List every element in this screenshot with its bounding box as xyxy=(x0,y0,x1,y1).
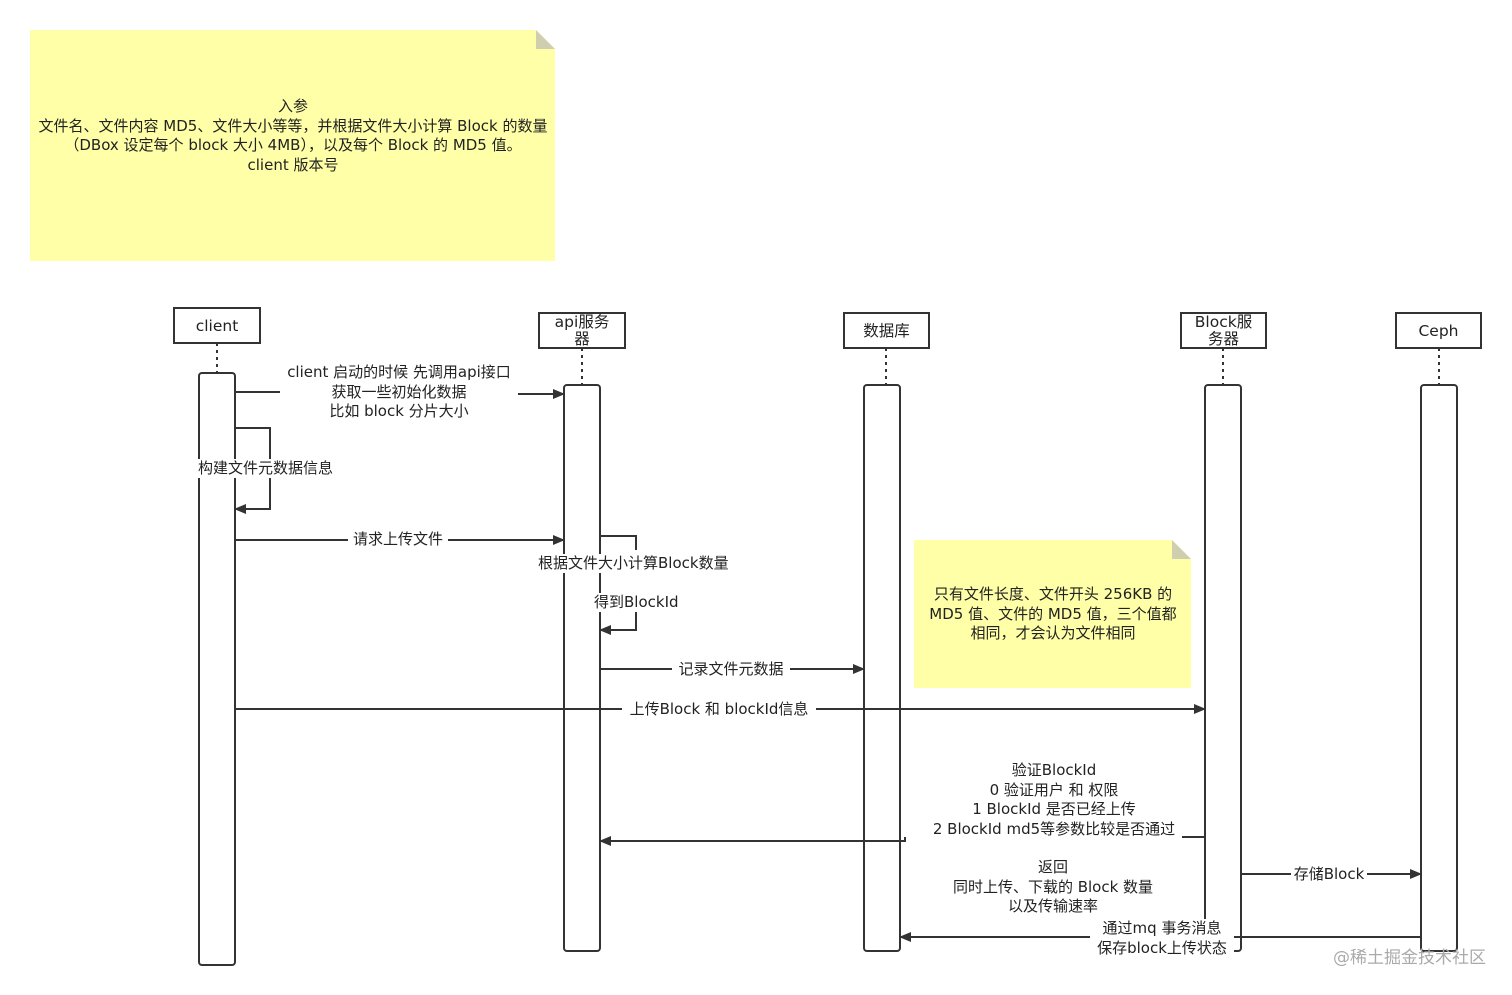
note-params xyxy=(30,30,555,261)
participant-ceph-box xyxy=(1395,312,1482,349)
lifeline-stubs xyxy=(216,343,1440,385)
activation-ceph xyxy=(1420,384,1458,952)
participant-api-box xyxy=(538,312,626,349)
participant-api-label: api服务 器 xyxy=(554,312,610,348)
arrow-verify-tail xyxy=(599,836,906,846)
message-mq-save: 通过mq 事务消息 保存block上传状态 xyxy=(1090,919,1234,958)
participant-db-label: 数据库 xyxy=(863,321,910,340)
arrow-calc-blocks xyxy=(600,535,637,550)
note-same-file-text: 只有文件长度、文件开头 256KB 的 MD5 值、文件的 MD5 值，三个值都… xyxy=(929,585,1177,642)
watermark: @稀土掘金技术社区 xyxy=(1333,948,1486,968)
message-init: client 启动的时候 先调用api接口 获取一些初始化数据 比如 block… xyxy=(280,363,518,422)
message-upload-request: 请求上传文件 xyxy=(348,530,448,550)
note-same-file xyxy=(914,540,1191,688)
participant-client-label: client xyxy=(195,316,239,335)
arrow-get-blockid xyxy=(599,612,637,635)
message-calc-blocks: 根据文件大小计算Block数量 xyxy=(538,554,729,573)
message-get-blockid: 得到BlockId xyxy=(594,593,679,612)
activation-db xyxy=(863,384,901,952)
participant-db-box xyxy=(843,312,930,349)
participant-ceph-label: Ceph xyxy=(1418,321,1459,340)
message-upload-block: 上传Block 和 blockId信息 xyxy=(622,700,816,720)
message-record-meta: 记录文件元数据 xyxy=(672,660,790,680)
note-params-text: 入参 文件名、文件内容 MD5、文件大小等等，并根据文件大小计算 Block 的… xyxy=(38,97,548,174)
message-build-meta: 构建文件元数据信息 xyxy=(198,459,334,478)
message-verify: 验证BlockId 0 验证用户 和 权限 1 BlockId 是否已经上传 2… xyxy=(926,761,1182,839)
activation-api xyxy=(563,384,601,952)
message-return: 返回 同时上传、下载的 Block 数量 以及传输速率 xyxy=(940,858,1166,917)
participant-block-label: Block服 务器 xyxy=(1194,312,1253,348)
activation-client xyxy=(198,372,236,966)
activation-block xyxy=(1204,384,1242,952)
message-store-block: 存储Block xyxy=(1291,865,1367,885)
